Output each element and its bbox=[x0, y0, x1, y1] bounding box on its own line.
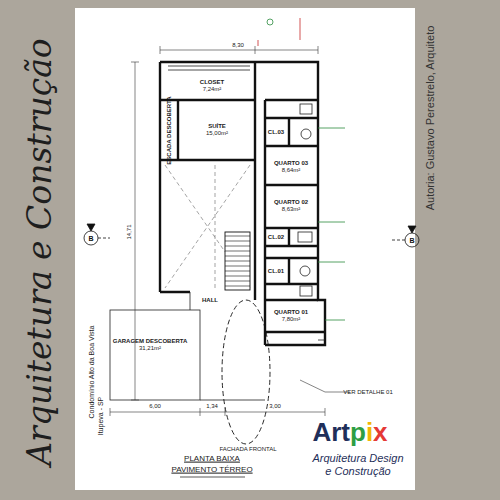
location-note: Itupeva - SP bbox=[97, 397, 105, 436]
room-area: CL.01 bbox=[265, 260, 287, 282]
section-letter: B bbox=[409, 237, 414, 245]
cursive-banner: Arquitetura e Construção bbox=[22, 38, 58, 465]
brand-tagline: e Construção bbox=[325, 465, 390, 477]
stair-step bbox=[225, 236, 250, 237]
sheet bbox=[75, 8, 415, 490]
room-area-value: 8,64m² bbox=[282, 167, 301, 174]
level-marks bbox=[258, 18, 300, 46]
stair-step bbox=[225, 271, 250, 272]
room-area-value: 15,00m² bbox=[206, 130, 228, 137]
stair-step bbox=[225, 251, 250, 252]
brand-tagline: Arquitetura Design bbox=[312, 452, 403, 464]
author-credit: Autoria: Gustavo Perestrelo, Arquiteto bbox=[424, 26, 436, 211]
dimension: 1,34 bbox=[206, 403, 218, 410]
drawing-title: PLANTA BAIXA bbox=[184, 455, 240, 464]
room-name: QUARTO 02 bbox=[274, 199, 308, 206]
dimension: 6,00 bbox=[149, 403, 161, 410]
stair-step bbox=[225, 241, 250, 242]
room-name: CL.01 bbox=[268, 268, 284, 275]
room-area-value: 31,21m² bbox=[139, 345, 161, 352]
room-area: HALL bbox=[196, 294, 224, 306]
room-area: GARAGEM DESCOBERTA31,21m² bbox=[110, 315, 190, 375]
stair-step bbox=[225, 266, 250, 267]
room-area: QUARTO 028,63m² bbox=[267, 187, 315, 225]
room-name: QUARTO 03 bbox=[274, 160, 308, 167]
room-area: CL.03 bbox=[265, 121, 287, 143]
location-note: Condomínio Alto da Boa Vista bbox=[88, 326, 96, 419]
stair-step bbox=[225, 261, 250, 262]
dimension: 8,30 bbox=[232, 42, 244, 49]
drain-callouts bbox=[267, 19, 345, 320]
room-area: CL.02 bbox=[265, 230, 287, 245]
room-area: ESCADA DESCOBERTA bbox=[163, 94, 176, 166]
stair-step bbox=[225, 246, 250, 247]
room-name: HALL bbox=[202, 297, 218, 304]
stair-steps bbox=[225, 236, 250, 286]
room-area: SUÍTE15,00m² bbox=[184, 107, 250, 153]
dimension-lines bbox=[110, 46, 350, 416]
room-area: CLOSET7,24m² bbox=[177, 75, 247, 97]
section-letter: B bbox=[88, 235, 93, 243]
section-markers bbox=[84, 224, 419, 247]
room-name: CLOSET bbox=[200, 79, 224, 86]
room-name: ESCADA DESCOBERTA bbox=[166, 96, 173, 164]
dimension: 3,00 bbox=[269, 403, 281, 410]
room-name: SUÍTE bbox=[208, 123, 226, 130]
title-underlines bbox=[180, 477, 245, 478]
dimension: 14,71 bbox=[126, 224, 133, 239]
room-name: GARAGEM DESCOBERTA bbox=[113, 338, 188, 345]
detail-ellipse bbox=[222, 300, 270, 444]
stair-outline bbox=[225, 232, 250, 290]
stair-step bbox=[225, 256, 250, 257]
walls bbox=[160, 62, 325, 345]
room-area-value: 8,63m² bbox=[282, 206, 301, 213]
room-area-value: 7,24m² bbox=[203, 86, 222, 93]
stair-step bbox=[225, 281, 250, 282]
room-area: QUARTO 017,80m² bbox=[267, 302, 315, 330]
brand-logo: Artpix bbox=[312, 418, 387, 447]
stair-step bbox=[225, 286, 250, 287]
room-name: CL.02 bbox=[268, 234, 284, 241]
room-area-value: 7,80m² bbox=[282, 316, 301, 323]
stair-step bbox=[225, 276, 250, 277]
room-area: QUARTO 038,64m² bbox=[267, 151, 315, 183]
thin-lines bbox=[110, 66, 325, 400]
room-name: CL.03 bbox=[268, 129, 284, 136]
detail-callout: VER DETALHE 01 bbox=[343, 389, 393, 396]
facade-label: FACHADA FRONTAL bbox=[219, 446, 276, 453]
room-name: QUARTO 01 bbox=[274, 309, 308, 316]
drawing-subtitle: PAVIMENTO TÉRREO bbox=[171, 466, 252, 475]
